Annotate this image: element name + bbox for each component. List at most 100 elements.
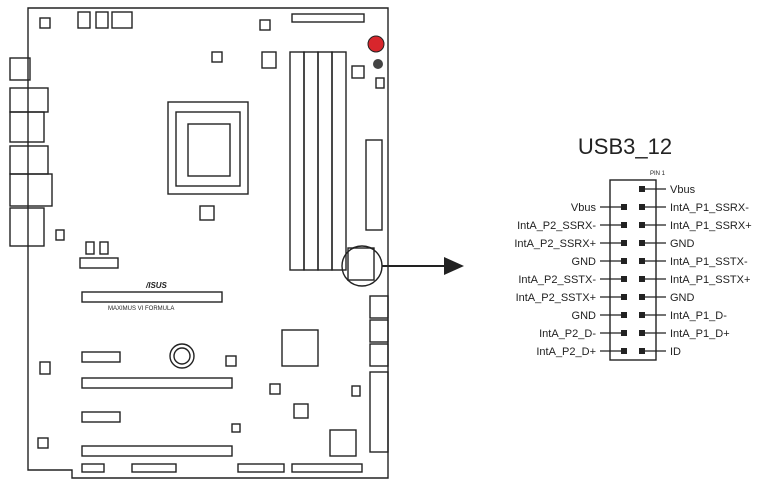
board-component — [259, 19, 271, 31]
pin-label-left: IntA_P2_D+ — [536, 346, 596, 358]
pin-label-left: Vbus — [571, 202, 597, 214]
board-component — [79, 257, 119, 269]
board-component — [37, 437, 49, 449]
connector-pin-left — [621, 222, 627, 228]
board-component — [39, 361, 51, 375]
board-component — [293, 403, 309, 419]
board-component — [77, 11, 91, 29]
connector-pin-right — [639, 240, 645, 246]
connector-pin-left — [621, 348, 627, 354]
board-component — [99, 241, 109, 255]
sata-port — [369, 343, 389, 367]
connector-pin-left — [621, 276, 627, 282]
connector-pin-left — [621, 312, 627, 318]
pin-label-left: IntA_P2_SSTX- — [518, 274, 596, 286]
power-button — [367, 35, 385, 53]
dimm-slot — [331, 51, 347, 271]
board-component — [225, 355, 237, 367]
connector-pin-right — [639, 348, 645, 354]
io-port — [9, 57, 31, 81]
board-edge-connector — [369, 371, 389, 453]
connector-pin-right — [639, 222, 645, 228]
chipset — [281, 329, 319, 367]
pin-label-right: Vbus — [670, 184, 696, 196]
io-port — [9, 111, 45, 143]
board-component — [351, 65, 365, 79]
connector-body — [609, 179, 657, 361]
bottom-header — [237, 463, 285, 473]
board-component — [39, 17, 51, 29]
board-component — [329, 429, 357, 457]
board-model-label: MAXIMUS VI FORMULA — [108, 306, 174, 312]
pin-label-right: IntA_P1_SSRX+ — [670, 220, 752, 232]
dimm-slot — [289, 51, 305, 271]
cpu-socket-core — [187, 123, 231, 177]
board-component — [85, 241, 95, 255]
board-component — [231, 423, 241, 433]
cmos-battery-inner — [173, 347, 191, 365]
pin-label-right: GND — [670, 238, 695, 250]
connector-pin-left — [621, 240, 627, 246]
pin-label-right: IntA_P1_SSTX+ — [670, 274, 750, 286]
connector-pin-left — [621, 294, 627, 300]
pin-label-right: IntA_P1_D+ — [670, 328, 730, 340]
pcie-slot — [81, 377, 233, 389]
bottom-header — [81, 463, 105, 473]
sata-port — [369, 319, 389, 343]
board-component — [55, 229, 65, 241]
board-brand-logo: /ISUS — [145, 281, 168, 290]
pcie-slot — [81, 445, 233, 457]
connector-pin-right — [639, 312, 645, 318]
pin-label-left: IntA_P2_SSRX+ — [514, 238, 596, 250]
bottom-header — [131, 463, 177, 473]
board-component — [211, 51, 223, 63]
reset-button — [373, 59, 383, 69]
cmos-battery — [169, 343, 195, 369]
board-component — [375, 77, 385, 89]
pin-label-right: GND — [670, 292, 695, 304]
dimm-slot — [303, 51, 319, 271]
connector-pin-left — [621, 204, 627, 210]
board-component — [199, 205, 215, 221]
connector-pin-left — [621, 258, 627, 264]
connector-pin-right — [639, 294, 645, 300]
io-port — [9, 87, 49, 113]
board-component — [81, 411, 121, 423]
connector-pin-right — [639, 204, 645, 210]
pcie-slot — [81, 291, 223, 303]
board-component — [351, 385, 361, 397]
board-component — [269, 383, 281, 395]
callout-arrow — [382, 257, 464, 275]
motherboard — [9, 7, 389, 479]
connector-pin-right — [639, 186, 645, 192]
sata-port — [369, 295, 389, 319]
header-title: USB3_12 — [578, 134, 672, 159]
io-port — [9, 207, 45, 247]
connector-pin-left — [621, 330, 627, 336]
usb3-header-on-board — [347, 247, 375, 281]
pin-label-left: IntA_P2_D- — [539, 328, 596, 340]
board-header-strip — [291, 13, 365, 23]
pin-label-right: IntA_P1_SSTX- — [670, 256, 748, 268]
io-port — [9, 145, 49, 175]
pin-label-left: GND — [572, 256, 597, 268]
board-component — [95, 11, 109, 29]
atx-power-connector — [365, 139, 383, 231]
board-component — [261, 51, 277, 69]
pin-label-right: IntA_P1_SSRX- — [670, 202, 749, 214]
cpu-socket-inner — [175, 111, 241, 187]
pin-label-left: GND — [572, 310, 597, 322]
pin-label-left: IntA_P2_SSRX- — [517, 220, 596, 232]
pin1-label: PIN 1 — [650, 171, 666, 177]
board-component — [81, 351, 121, 363]
connector-pin-right — [639, 258, 645, 264]
dimm-slot — [317, 51, 333, 271]
cpu-socket — [167, 101, 249, 195]
io-port — [9, 173, 53, 207]
board-component — [111, 11, 133, 29]
connector-pin-right — [639, 276, 645, 282]
pin-label-right: ID — [670, 346, 681, 358]
bottom-header — [291, 463, 363, 473]
